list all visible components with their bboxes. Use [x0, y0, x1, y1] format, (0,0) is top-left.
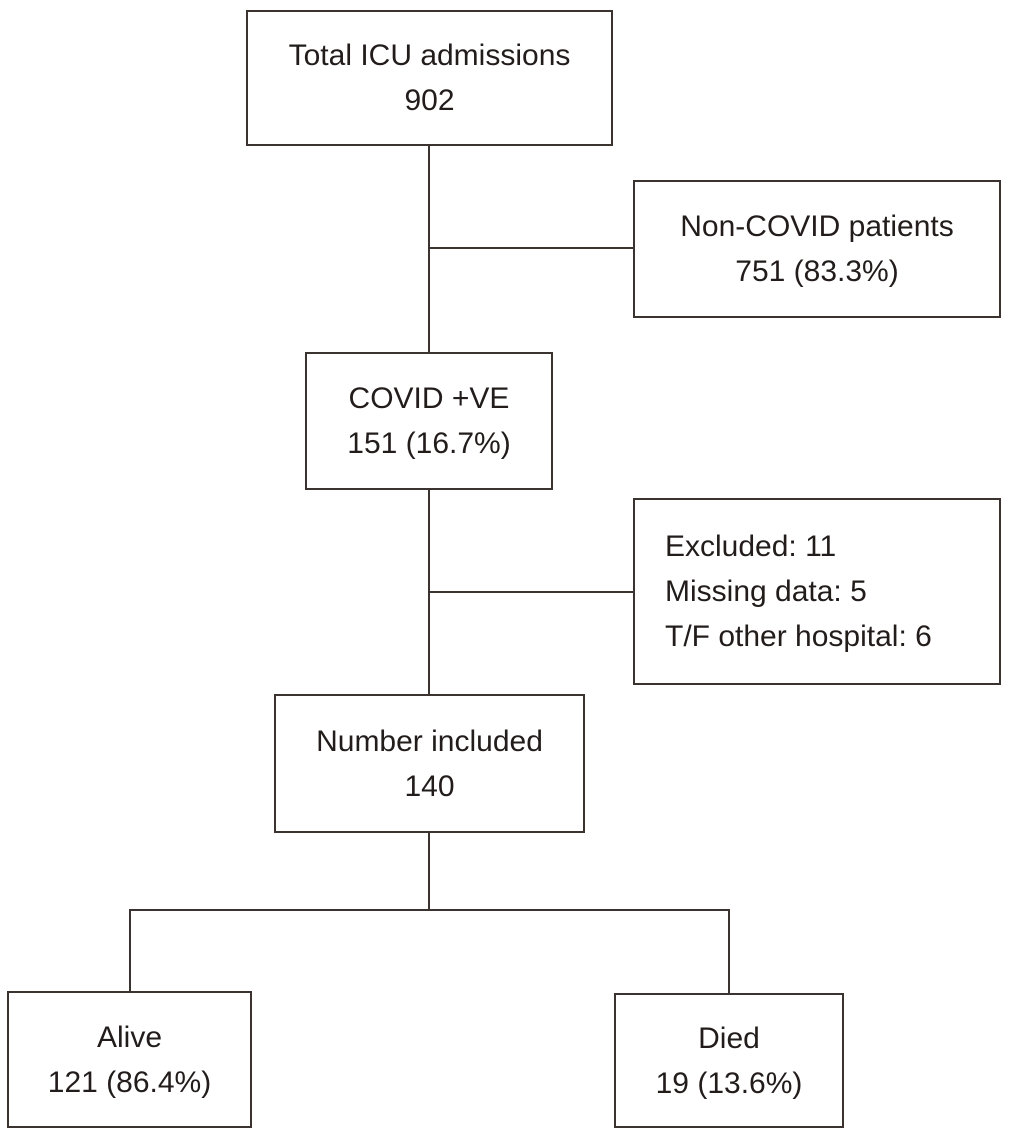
node-value: 751 (83.3%) — [735, 255, 899, 288]
excluded-line: T/F other hospital: 6 — [665, 620, 932, 653]
connector-included-to-branch — [428, 833, 430, 911]
node-value: 902 — [404, 84, 455, 117]
connector-covid-to-included — [428, 490, 430, 694]
excluded-line: Excluded: 11 — [665, 530, 837, 563]
node-excluded: Excluded: 11 Missing data: 5 T/F other h… — [633, 498, 1001, 685]
node-label: Number included — [316, 724, 543, 758]
connector-branch-to-alive — [129, 911, 131, 991]
connector-total-to-covid — [428, 146, 430, 352]
connector-branch-to-died — [728, 911, 730, 993]
node-value: 121 (86.4%) — [47, 1065, 212, 1099]
node-value: 19 (13.6%) — [655, 1066, 803, 1100]
node-covid-positive: COVID +VE 151 (16.7%) — [305, 352, 553, 490]
connector-branch-horizontal — [129, 909, 730, 911]
node-number-included: Number included 140 — [274, 694, 585, 833]
node-total-icu-admissions: Total ICU admissions 902 — [246, 10, 613, 146]
excluded-line: Missing data: 5 — [665, 575, 867, 608]
node-value: 151 (16.7%) — [347, 427, 511, 460]
node-non-covid-patients: Non-COVID patients 751 (83.3%) — [633, 180, 1001, 318]
node-alive: Alive 121 (86.4%) — [7, 991, 252, 1128]
node-label: Total ICU admissions — [288, 39, 571, 72]
node-label: COVID +VE — [348, 382, 510, 415]
connector-to-excluded — [430, 591, 633, 593]
node-label: Alive — [96, 1020, 163, 1054]
node-label: Non-COVID patients — [680, 210, 954, 243]
connector-to-noncovid — [430, 247, 633, 249]
node-label: Died — [698, 1021, 760, 1055]
node-value: 140 — [404, 769, 455, 803]
node-died: Died 19 (13.6%) — [614, 993, 844, 1128]
